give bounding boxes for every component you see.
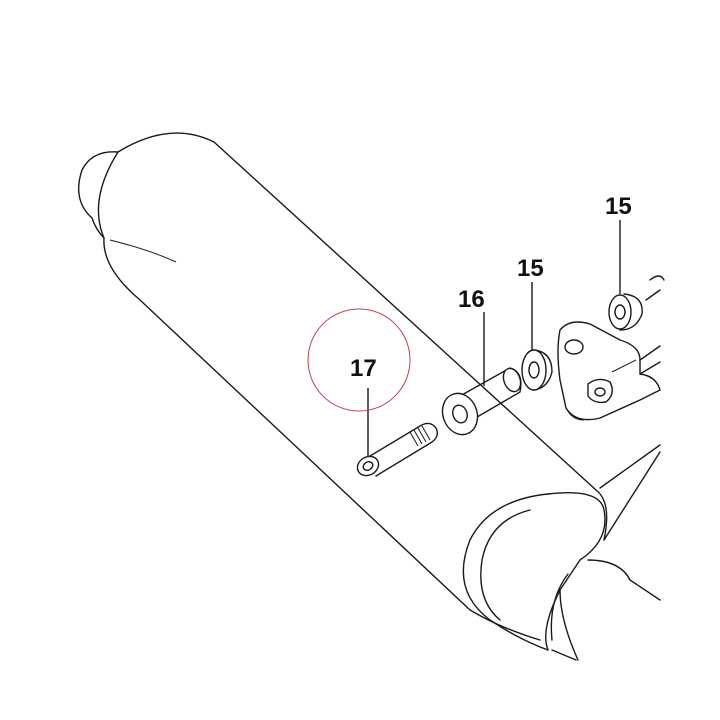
callout-16: 16 [458, 286, 485, 313]
bolt-part-17 [356, 422, 439, 477]
callout-15-b: 15 [605, 193, 632, 220]
bushing-part-15-a [521, 349, 553, 391]
callout-17: 17 [350, 355, 377, 382]
callout-15-a: 15 [517, 255, 544, 282]
highlight-circle [307, 308, 411, 412]
spacer-part-16 [441, 367, 522, 436]
bushing-part-15-b [608, 293, 643, 331]
muffler-body [78, 132, 661, 661]
mounting-bracket [557, 275, 665, 421]
